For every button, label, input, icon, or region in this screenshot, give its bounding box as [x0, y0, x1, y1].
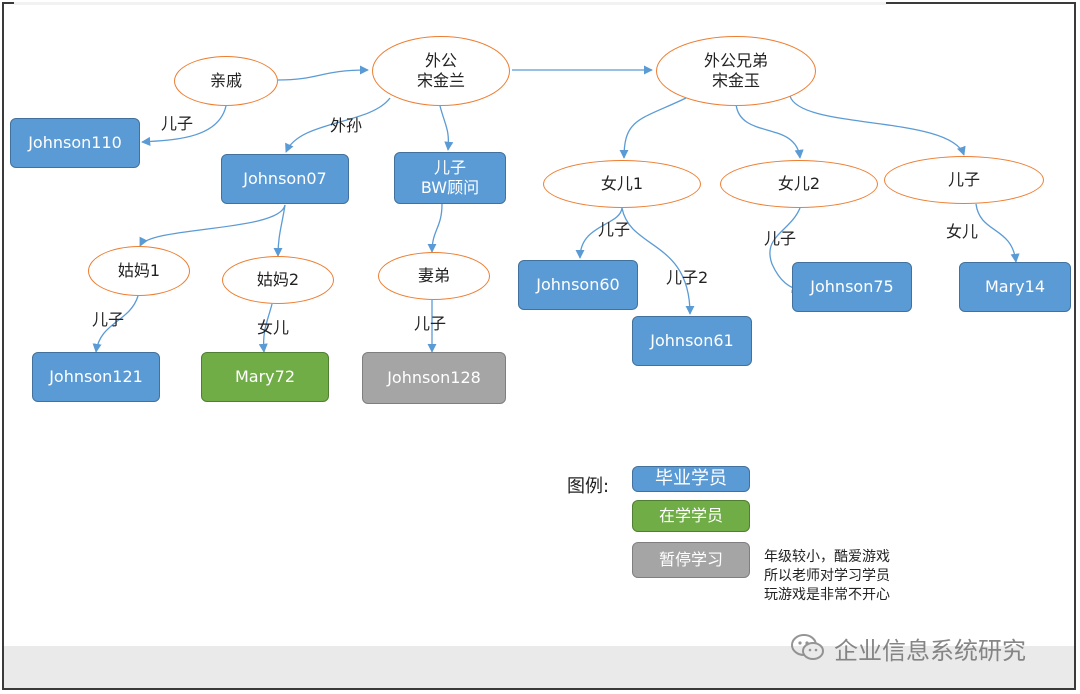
edge-label-aunt1-j121: 儿子: [92, 310, 125, 329]
legend-graduated: 毕业学员: [632, 466, 750, 492]
wechat-icon: [791, 634, 824, 660]
node-johnson110: Johnson110: [10, 118, 140, 168]
node-mary14: Mary14: [959, 262, 1071, 312]
edge-label-d2-j75: 儿子: [764, 229, 797, 248]
edge-granduncle-d1: [619, 97, 687, 159]
legend-title: 图例:: [567, 476, 610, 497]
edge-relatives-j110: [141, 105, 227, 146]
node-daughter2: 女儿2: [720, 160, 878, 208]
edge-j07-aunt2: [273, 204, 286, 257]
node-granduncle: 外公兄弟 宋金玉: [656, 36, 816, 106]
edge-relatives-grandpa: [277, 65, 369, 81]
edge-d2-j75: [769, 207, 801, 293]
edge-label-d1-j60: 儿子: [598, 220, 631, 239]
node-son: 儿子: [884, 156, 1044, 204]
edge-label-relatives-j110: 儿子: [161, 114, 194, 133]
edge-d1-j61: [621, 207, 695, 315]
edge-j07-aunt1: [139, 204, 286, 247]
node-johnson121: Johnson121: [32, 352, 160, 402]
edge-label-bil-j128: 儿子: [414, 314, 447, 333]
node-johnson128: Johnson128: [362, 352, 506, 404]
node-brother-in-law: 妻弟: [378, 252, 490, 300]
node-daughter1: 女儿1: [543, 160, 701, 208]
node-relatives: 亲戚: [174, 56, 278, 106]
watermark: 企业信息系统研究: [790, 632, 1026, 665]
edge-granduncle-son: [789, 95, 966, 156]
footer-band: [4, 646, 1074, 688]
edge-label-aunt2-mary72: 女儿: [257, 318, 290, 337]
edge-label-d1-j61: 儿子2: [666, 268, 709, 287]
node-mary72: Mary72: [201, 352, 329, 402]
top-strip: [14, 2, 886, 5]
node-johnson75: Johnson75: [792, 262, 912, 312]
node-johnson60: Johnson60: [518, 260, 638, 310]
node-johnson07: Johnson07: [221, 154, 349, 204]
node-johnson61: Johnson61: [632, 316, 752, 366]
node-aunt2: 姑妈2: [222, 256, 334, 304]
legend-paused: 暂停学习: [632, 542, 750, 578]
edge-son-mary14: [975, 203, 1020, 263]
legend-studying: 在学学员: [632, 500, 750, 532]
edge-label-son-mary14: 女儿: [946, 222, 979, 241]
edge-aunt1-j121: [92, 295, 139, 353]
edge-d1-j60: [575, 207, 623, 259]
node-grandpa: 外公 宋金兰: [372, 36, 510, 106]
edge-aunt2-mary72: [258, 303, 273, 353]
edge-sonbw-bil: [427, 203, 443, 253]
edge-grandpa-sonbw: [439, 105, 454, 151]
edge-label-grandpa-j07: 外孙: [330, 116, 363, 135]
node-aunt1: 姑妈1: [88, 246, 190, 296]
node-son-bw-consultant: 儿子 BW顾问: [394, 152, 506, 204]
watermark-text: 企业信息系统研究: [834, 636, 1026, 665]
edge-grandpa-j07: [285, 97, 391, 153]
legend-note: 年级较小，酷爱游戏 所以老师对学习学员 玩游戏是非常不开心: [764, 549, 890, 603]
edge-granduncle-d2: [735, 103, 804, 159]
